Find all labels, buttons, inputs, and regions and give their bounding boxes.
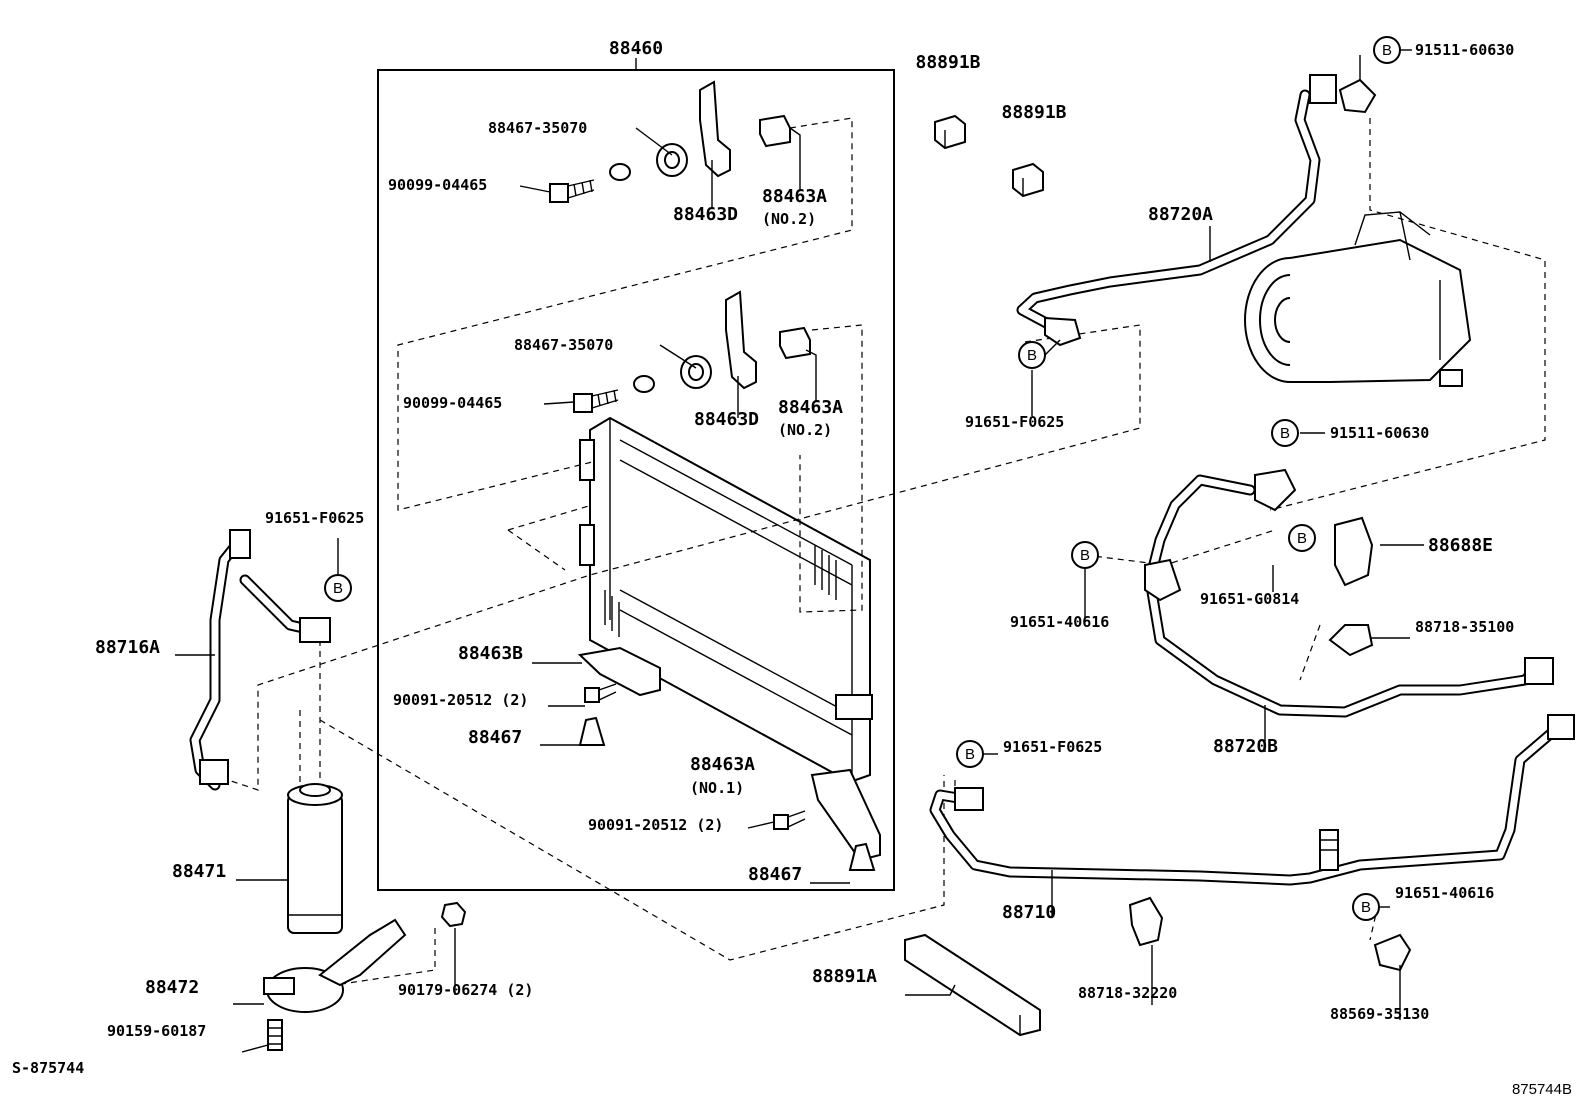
dashed-leader-lines	[227, 117, 1546, 986]
label-support-a-1: 88463A	[762, 186, 827, 207]
leader-lines	[175, 49, 1424, 1053]
liquid-tube-88716a	[189, 529, 331, 791]
support-88463a-upper	[759, 114, 791, 148]
pipe-88710	[929, 714, 1575, 886]
svg-text:B: B	[1080, 547, 1090, 564]
label-support-a-2-note: (NO.2)	[778, 421, 832, 439]
receiver-88471	[287, 783, 343, 934]
support-88463a-lower	[779, 326, 811, 360]
support-88463d-lower	[725, 290, 757, 390]
label-bracket-88891b-2: 88891B	[1001, 102, 1066, 123]
label-support-a-2: 88463A	[778, 397, 843, 418]
label-bolt-1: 90099-04465	[388, 176, 487, 194]
circle-b-badge: B	[1271, 419, 1299, 447]
nut-90179-06274	[440, 901, 467, 928]
cushion-88467-35070-upper	[656, 143, 688, 177]
svg-text:B: B	[1297, 530, 1307, 547]
label-bolt-mid: 91511-60630	[1330, 424, 1429, 442]
label-support-a-no1-note: (NO.1)	[690, 779, 744, 797]
label-bolt-40616-right: 91651-40616	[1395, 884, 1494, 902]
condenser-core	[579, 416, 873, 784]
svg-text:B: B	[333, 580, 343, 597]
label-clamp-35130: 88569-35130	[1330, 1005, 1429, 1023]
label-bolt-20512-2: 90091-20512 (2)	[588, 816, 723, 834]
support-88463b	[577, 646, 661, 697]
label-cushion-1: 88467-35070	[488, 119, 587, 137]
label-support-d-1: 88463D	[673, 204, 738, 225]
clamp-88688e	[1334, 516, 1374, 587]
label-bolt-06274: 90179-06274 (2)	[398, 981, 533, 999]
label-support-b: 88463B	[458, 643, 523, 664]
bracket-88472	[263, 918, 407, 1013]
rubber-block-88891b-1	[934, 114, 966, 150]
label-bolt-2: 90099-04465	[403, 394, 502, 412]
label-figure-code: 875744B	[1512, 1081, 1572, 1098]
washer-lower	[633, 375, 655, 393]
label-cushion-88467-2: 88467	[748, 864, 802, 885]
label-support-a-1-note: (NO.2)	[762, 210, 816, 228]
label-discharge-hose: 88720A	[1148, 204, 1213, 225]
circle-b-badge: B	[324, 574, 352, 602]
label-bracket-a: 88891A	[812, 966, 877, 987]
cushion-88467-upper	[578, 716, 606, 746]
label-liquid-tube: 88716A	[95, 637, 160, 658]
label-bolt-20512-1: 90091-20512 (2)	[393, 691, 528, 709]
washer-upper	[609, 163, 631, 181]
support-88463a-no1	[810, 768, 881, 862]
clamp-88718-35100	[1328, 624, 1374, 657]
cushion-88467-lower	[848, 842, 876, 871]
svg-text:B: B	[965, 746, 975, 763]
suction-hose-88720b	[1144, 468, 1554, 718]
circle-b-badge: B	[956, 740, 984, 768]
svg-text:B: B	[1361, 899, 1371, 916]
svg-text:B: B	[1382, 42, 1392, 59]
circle-b-badges: B B B B B B B B	[324, 36, 1401, 921]
label-support-d-2: 88463D	[694, 409, 759, 430]
label-cushion-88467-1: 88467	[468, 727, 522, 748]
label-bracket-88891b-1: 88891B	[915, 52, 980, 73]
label-bolt-g0814: 91651-G0814	[1200, 590, 1299, 608]
label-clamp-32220: 88718-32220	[1078, 984, 1177, 1002]
label-bolt-40616-left: 91651-40616	[1010, 613, 1109, 631]
label-bolt-top: 91511-60630	[1415, 41, 1514, 59]
label-drawing-code: S-875744	[12, 1059, 84, 1077]
circle-b-badge: B	[1288, 524, 1316, 552]
bracket-88891a	[904, 933, 1041, 1037]
label-clamp-35100: 88718-35100	[1415, 618, 1514, 636]
bolt-90099-04465-upper	[549, 179, 595, 203]
label-bolt-f0625-left: 91651-F0625	[265, 509, 364, 527]
circle-b-badge: B	[1352, 893, 1380, 921]
bolt-90159-60187	[267, 1019, 283, 1051]
label-bracket-88472: 88472	[145, 977, 199, 998]
label-suction-hose: 88720B	[1213, 736, 1278, 757]
label-clamp-e: 88688E	[1428, 535, 1493, 556]
label-condenser-assy: 88460	[609, 38, 663, 59]
label-support-a-no1: 88463A	[690, 754, 755, 775]
bolt-90091-20512-upper	[584, 683, 617, 703]
clamp-88569-35130	[1373, 933, 1412, 972]
label-bolt-f0625-pipe: 91651-F0625	[1003, 738, 1102, 756]
circle-b-badge: B	[1018, 341, 1046, 369]
compressor	[1244, 211, 1472, 387]
svg-text:B: B	[1027, 347, 1037, 364]
label-receiver: 88471	[172, 861, 226, 882]
label-bolt-discharge: 91651-F0625	[965, 413, 1064, 431]
label-pipe-88710: 88710	[1002, 902, 1056, 923]
part-labels: 88460 88891B 88891B 91511-60630 88467-35…	[12, 38, 1572, 1098]
bolt-90099-04465-lower	[573, 389, 619, 413]
rubber-block-88891b-2	[1012, 162, 1044, 198]
svg-text:B: B	[1280, 425, 1290, 442]
discharge-hose-88720a	[1016, 74, 1377, 347]
label-bolt-60187: 90159-60187	[107, 1022, 206, 1040]
support-88463d-upper	[699, 80, 731, 178]
label-cushion-2: 88467-35070	[514, 336, 613, 354]
circle-b-badge: B	[1071, 541, 1099, 569]
circle-b-badge: B	[1373, 36, 1401, 64]
clamp-88718-32220	[1128, 896, 1164, 947]
bolt-90091-20512-lower	[773, 810, 806, 830]
